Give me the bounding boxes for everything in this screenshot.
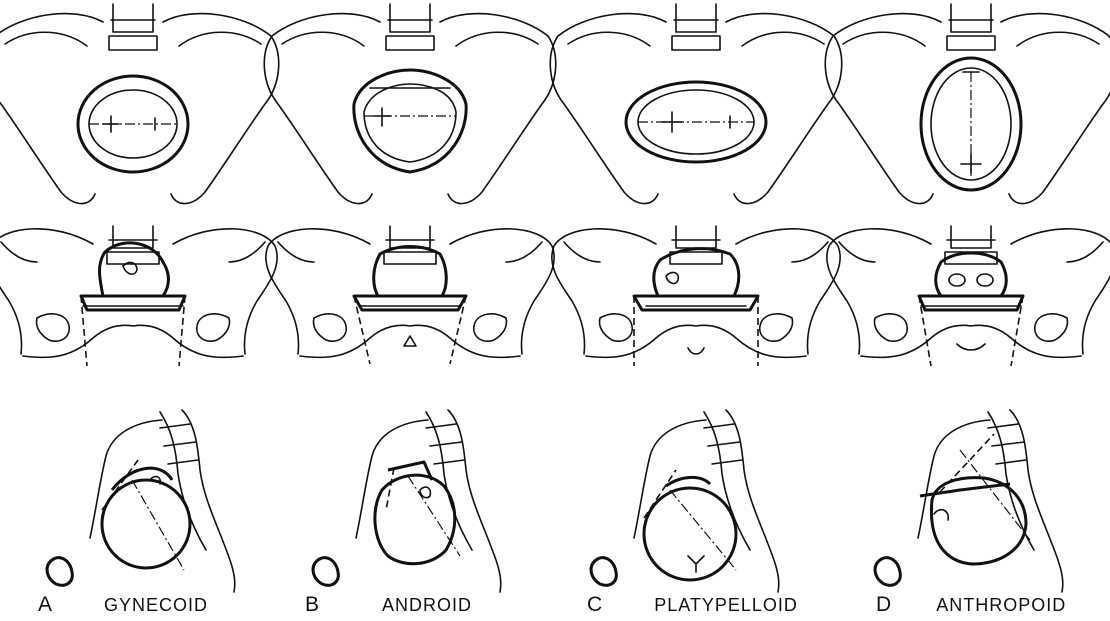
gynecoid-inlet-view [0, 4, 279, 204]
column-gynecoid [0, 4, 279, 592]
label-d: D ANTHROPOID [876, 593, 1066, 619]
gynecoid-frontal-view [0, 226, 277, 366]
column-name-platypelloid: PLATYPELLOID [654, 595, 798, 615]
column-android [264, 4, 555, 592]
android-lateral-view [313, 410, 501, 592]
platypelloid-frontal-view [552, 226, 840, 366]
column-letter-d: D [876, 593, 891, 616]
column-platypelloid [550, 4, 841, 592]
label-c: C PLATYPELLOID [587, 593, 798, 619]
column-name-android: ANDROID [382, 595, 472, 615]
anthropoid-inlet-view [825, 4, 1110, 204]
column-letter-b: B [305, 593, 319, 616]
gynecoid-lateral-view [47, 410, 235, 592]
platypelloid-inlet-view [550, 4, 841, 204]
android-frontal-view [266, 226, 554, 364]
column-letter-c: C [587, 593, 602, 616]
anthropoid-lateral-view [875, 410, 1063, 592]
column-name-anthropoid: ANTHROPOID [936, 595, 1066, 615]
android-inlet-view [264, 4, 555, 204]
column-letter-a: A [38, 593, 52, 616]
column-name-gynecoid: GYNECOID [104, 595, 208, 615]
label-b: B ANDROID [305, 593, 472, 619]
label-a: A GYNECOID [38, 593, 208, 619]
platypelloid-lateral-view [591, 410, 779, 592]
column-anthropoid [825, 4, 1110, 592]
anthropoid-frontal-view [827, 226, 1110, 366]
